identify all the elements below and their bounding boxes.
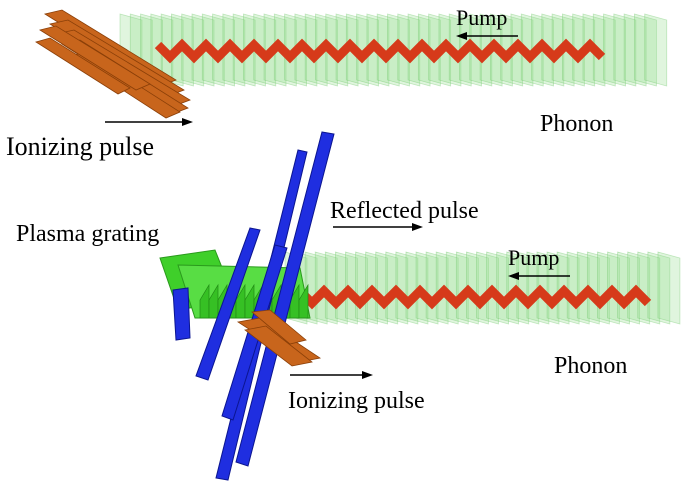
phonon-sheet xyxy=(603,13,626,87)
top-ionizing-label: Ionizing pulse xyxy=(6,132,154,161)
top-pump-arrow xyxy=(456,32,518,40)
phonon-sheet xyxy=(623,13,647,87)
phonon-sheet xyxy=(644,13,668,87)
bottom-pump-arrow xyxy=(508,272,570,280)
phonon-sheet xyxy=(613,13,637,87)
phonon-sheet xyxy=(647,251,671,325)
plasma-grating-label: Plasma grating xyxy=(16,221,159,247)
ionizing-pulse-slab xyxy=(244,325,313,367)
ionizing-pulse-slab xyxy=(35,37,131,95)
reflected-pulse-bar xyxy=(195,227,261,381)
bottom-phonon-slab xyxy=(284,251,681,325)
ionizing-pulse-slab xyxy=(251,309,307,345)
top-pump-label: Pump xyxy=(456,5,507,30)
bottom-phonon-label: Phonon xyxy=(554,353,627,379)
reflected-pulse-label: Reflected pulse xyxy=(330,198,479,224)
ionizing-pulse-slab xyxy=(38,25,151,91)
top-phonon-slab xyxy=(119,13,668,87)
bottom-pump-label: Pump xyxy=(508,245,559,270)
plasma-grating-tooth xyxy=(298,283,309,319)
reflected-pulse-bar xyxy=(172,287,191,341)
phonon-sheet xyxy=(592,13,616,87)
bottom-pump-wave xyxy=(296,284,652,310)
bottom-ionizing-pulse-stack xyxy=(236,309,322,367)
reflected-pulse-bar xyxy=(235,131,335,467)
phonon-sheet xyxy=(657,251,681,325)
reflected-pulse-arrow xyxy=(333,223,423,231)
top-phonon-label: Phonon xyxy=(540,111,613,137)
bottom-panel: Plasma grating Reflected pulse Pump Phon… xyxy=(16,131,681,481)
top-ionizing-arrow xyxy=(105,118,193,126)
top-panel: Pump Phonon Ionizing pulse xyxy=(6,5,668,161)
bottom-ionizing-arrow xyxy=(290,371,373,379)
phonon-sheet xyxy=(634,13,657,87)
top-pump-wave xyxy=(154,38,606,64)
bottom-ionizing-label: Ionizing pulse xyxy=(288,388,425,414)
top-ionizing-pulse-stack xyxy=(35,9,191,119)
